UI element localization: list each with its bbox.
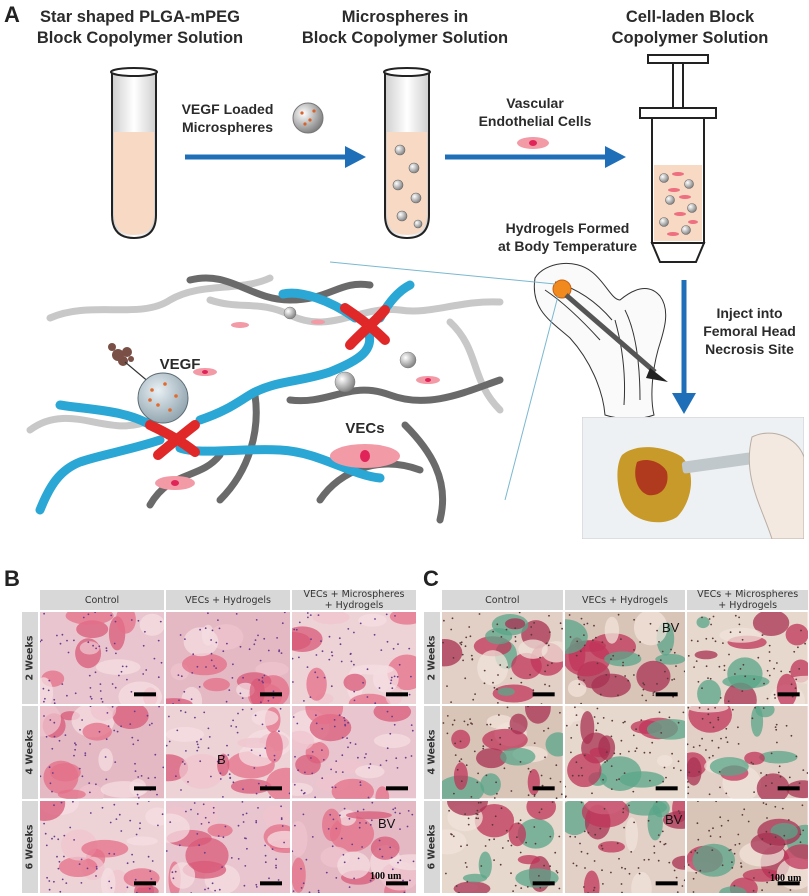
annotation-b: B	[217, 752, 226, 767]
zoom-line-top	[329, 261, 556, 285]
annotation-bv-c-bottom: BV	[665, 812, 683, 827]
panel_c-micrograph-r0-c0	[442, 612, 563, 705]
arrow-1-head	[345, 146, 366, 168]
panel_c-micrograph-r0-c1	[564, 612, 686, 705]
panel_c-micrograph-r1-c0	[442, 706, 563, 799]
panel_b-micrograph-r2-c1	[166, 800, 290, 893]
small-microspheres	[283, 306, 417, 393]
vegf-label: VEGF	[159, 356, 201, 373]
panel_b-micrograph-r2-c0	[40, 800, 164, 893]
panel_b-micrograph-r0-c2	[292, 612, 416, 705]
vecs-label: VECs	[345, 420, 385, 437]
panel_b-row-header-0: 2 Weeks	[22, 612, 38, 705]
panel_c-col-header-2: VECs + Microspheres + Hydrogels	[687, 589, 808, 611]
scale-text-c: 100 um	[770, 873, 802, 884]
panel_b-col-header-1: VECs + Hydrogels	[166, 590, 290, 610]
microsphere-icon	[292, 102, 324, 134]
zoom-line-bottom	[504, 295, 559, 501]
annotation-bv-b: BV	[378, 816, 396, 831]
panel_c-micrograph-r2-c2	[687, 800, 808, 893]
panel_b-row-header-2: 6 Weeks	[22, 800, 38, 893]
panel_c-row-header-2: 6 Weeks	[424, 800, 440, 893]
loaded-microsphere	[137, 372, 189, 424]
panel_b-micrograph-r2-c2	[292, 800, 416, 893]
test-tube-1	[110, 67, 158, 240]
panel_c-micrograph-r0-c2	[687, 612, 808, 705]
panel_c-micrograph-r1-c2	[687, 706, 808, 799]
arrow-3-head	[672, 393, 696, 414]
panel-b-letter: B	[4, 566, 20, 591]
panel_c-col-header-0: Control	[442, 590, 563, 610]
panel_b-row-header-1: 4 Weeks	[22, 706, 38, 799]
femur-sketch	[533, 262, 667, 420]
panel_b-col-header-0: Control	[40, 590, 164, 610]
test-tube-2	[383, 67, 431, 240]
surgery-photo	[582, 417, 804, 539]
schematic-svg	[26, 54, 717, 524]
panel_b-col-header-2: VECs + Microspheres + Hydrogels	[292, 589, 416, 611]
injection-needle	[564, 293, 657, 374]
panel_c-micrograph-r2-c0	[442, 800, 563, 893]
panel-c-letter: C	[423, 566, 439, 591]
panel_c-micrograph-r1-c1	[564, 706, 686, 799]
hydrogel-network	[26, 274, 504, 524]
panel_b-micrograph-r1-c2	[292, 706, 416, 799]
panel_b-micrograph-r1-c0	[40, 706, 164, 799]
panel_c-micrograph-r2-c1	[564, 800, 686, 893]
scale-text-b: 100 um	[370, 871, 402, 882]
annotation-bv-c-top: BV	[662, 620, 680, 635]
panel_c-col-header-1: VECs + Hydrogels	[564, 590, 686, 610]
panel_b-micrograph-r0-c0	[40, 612, 164, 705]
panel-a-letter: A	[4, 2, 20, 27]
panel_b-micrograph-r0-c1	[166, 612, 290, 705]
panel_b-micrograph-r1-c1	[166, 706, 290, 799]
panel_c-row-header-1: 4 Weeks	[424, 706, 440, 799]
vegf-molecule-icon	[108, 343, 134, 366]
syringe	[639, 54, 717, 263]
arrow-2-head	[605, 146, 626, 168]
necrosis-site-marker	[552, 279, 572, 299]
panel_c-row-header-0: 2 Weeks	[424, 612, 440, 705]
